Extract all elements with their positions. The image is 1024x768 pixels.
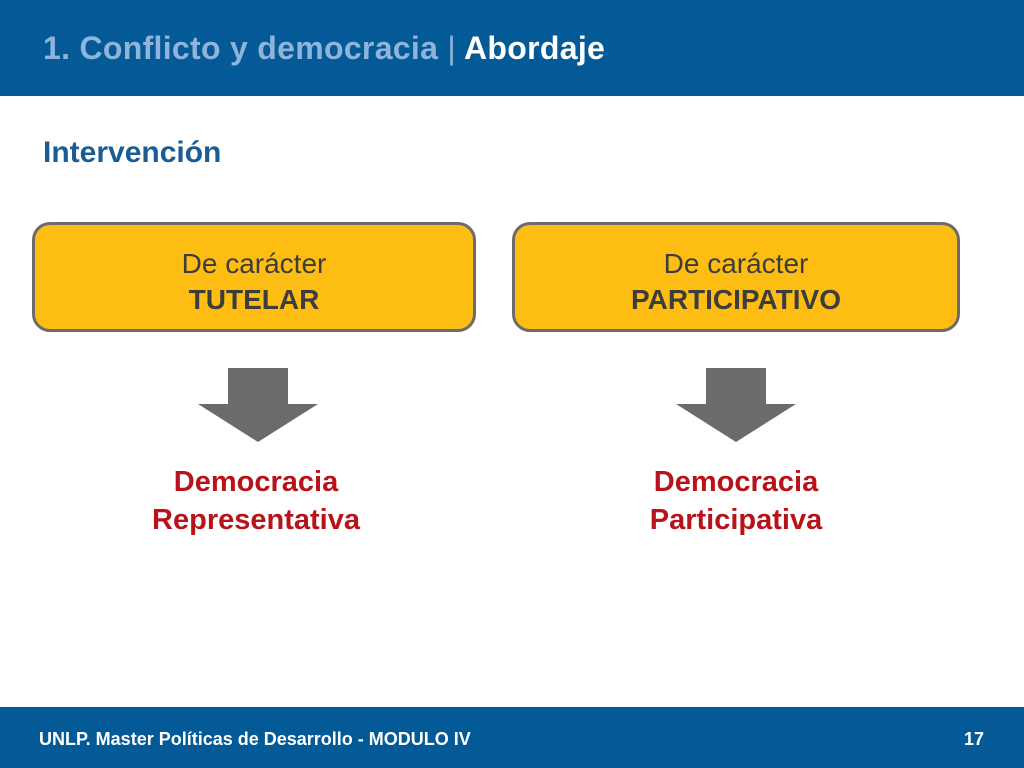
down-arrow-icon <box>198 368 318 442</box>
result-participativa-line2: Participativa <box>649 504 823 536</box>
footer-bar: UNLP. Master Políticas de Desarrollo - M… <box>0 707 1024 768</box>
card-participativo-line1: De carácter <box>663 248 809 279</box>
result-participativa-line1: Democracia <box>653 466 819 498</box>
card-tutelar-line1: De carácter <box>181 248 327 279</box>
slide-title-main: 1. Conflicto y democracia <box>43 30 439 66</box>
slide-title: 1. Conflicto y democracia | Abordaje <box>43 30 605 67</box>
result-participativa: Democracia Participativa <box>556 463 916 539</box>
result-representativa-line1: Democracia <box>173 466 339 498</box>
page-number: 17 <box>963 729 984 749</box>
card-tutelar: De carácter TUTELAR <box>32 222 476 332</box>
result-representativa: Democracia Representativa <box>76 463 436 539</box>
result-representativa-line2: Representativa <box>152 504 360 536</box>
slide-title-separator: | <box>447 30 456 66</box>
footer-text: UNLP. Master Políticas de Desarrollo - M… <box>39 729 471 749</box>
card-tutelar-line2: TUTELAR <box>188 284 320 315</box>
section-heading: Intervención <box>43 136 222 169</box>
slide-title-section: Abordaje <box>464 30 606 66</box>
header-bar: 1. Conflicto y democracia | Abordaje <box>0 0 1024 96</box>
card-participativo: De carácter PARTICIPATIVO <box>512 222 960 332</box>
down-arrow-icon <box>676 368 796 442</box>
card-participativo-line2: PARTICIPATIVO <box>631 284 841 315</box>
